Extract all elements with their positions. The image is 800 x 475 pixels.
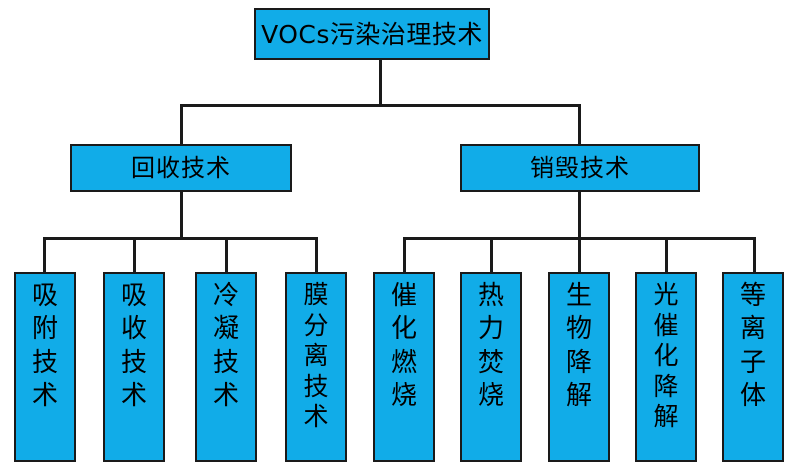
leaf-node-condensation: 冷凝技术	[195, 272, 257, 462]
connector-drop-membrane	[315, 237, 318, 273]
leaf-node-membrane-separation: 膜分离技术	[285, 272, 347, 462]
connector-drop-catalytic-combustion	[403, 237, 406, 273]
leaf-node-adsorption: 吸附技术	[14, 272, 76, 462]
leaf-node-membrane-separation-label: 膜分离技术	[303, 280, 329, 431]
branch-node-destruction: 销毁技术	[460, 144, 700, 192]
branch-node-recovery: 回收技术	[70, 144, 292, 192]
connector-root-stem	[379, 60, 382, 106]
leaf-node-photocatalytic-degradation-label: 光催化降解	[653, 280, 679, 431]
leaf-node-adsorption-label: 吸附技术	[31, 281, 58, 411]
connector-drop-biodegradation	[578, 237, 581, 273]
branch-node-destruction-label: 销毁技术	[530, 154, 630, 182]
connector-recovery-stem	[180, 192, 183, 239]
leaf-node-catalytic-combustion: 催化燃烧	[373, 272, 435, 462]
connector-drop-absorption	[133, 237, 136, 273]
leaf-node-photocatalytic-degradation: 光催化降解	[635, 272, 697, 462]
connector-drop-recovery	[180, 104, 183, 145]
leaf-node-thermal-incineration-label: 热力焚烧	[477, 281, 504, 411]
connector-recovery-bus	[43, 237, 318, 240]
connector-level2-bus	[180, 104, 581, 107]
root-node-voc-treatment: VOCs污染治理技术	[254, 8, 490, 60]
root-node-label: VOCs污染治理技术	[261, 19, 483, 49]
leaf-node-thermal-incineration: 热力焚烧	[460, 272, 522, 462]
leaf-node-absorption: 吸收技术	[103, 272, 165, 462]
branch-node-recovery-label: 回收技术	[131, 154, 231, 182]
connector-drop-photocatalytic	[665, 237, 668, 273]
connector-drop-destruction	[578, 104, 581, 145]
leaf-node-absorption-label: 吸收技术	[120, 281, 147, 411]
connector-drop-thermal-incineration	[490, 237, 493, 273]
connector-drop-plasma	[753, 237, 756, 273]
connector-drop-condensation	[225, 237, 228, 273]
connector-destruction-stem	[578, 192, 581, 239]
leaf-node-catalytic-combustion-label: 催化燃烧	[390, 281, 417, 411]
leaf-node-biodegradation: 生物降解	[548, 272, 610, 462]
leaf-node-condensation-label: 冷凝技术	[212, 281, 239, 411]
leaf-node-biodegradation-label: 生物降解	[565, 281, 592, 411]
connector-drop-adsorption	[43, 237, 46, 273]
leaf-node-plasma-label: 等离子体	[739, 281, 766, 411]
leaf-node-plasma: 等离子体	[722, 272, 784, 462]
